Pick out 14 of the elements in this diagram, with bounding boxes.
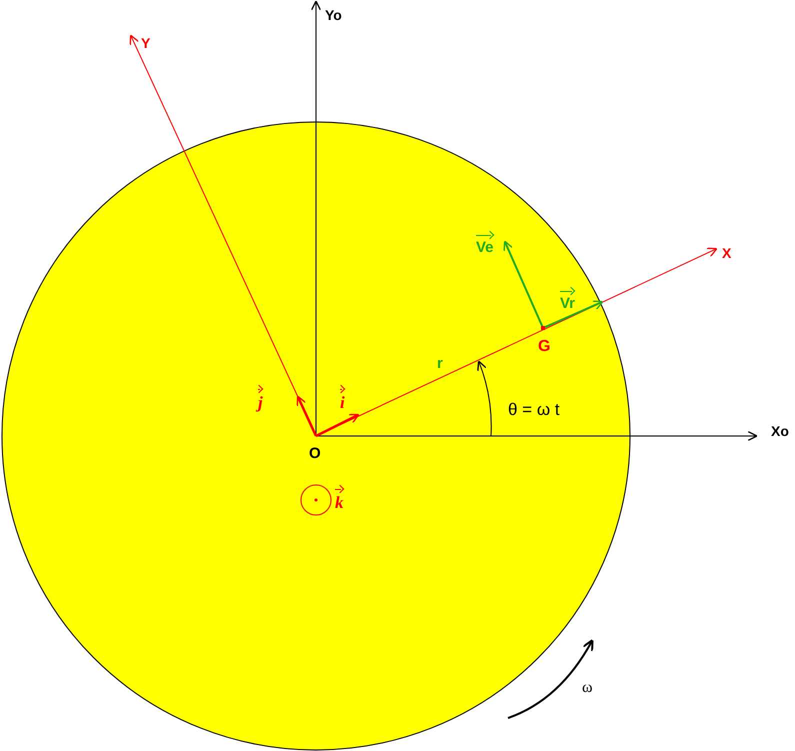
point-label: G: [538, 339, 550, 355]
angle-label: θ = ω t: [508, 401, 560, 418]
vector-label: k: [335, 486, 344, 511]
vector-label: i: [340, 386, 345, 411]
angular-velocity-label: ω: [582, 680, 593, 696]
axis-label: X: [722, 246, 732, 260]
axis-label: Xo: [771, 424, 789, 438]
axis-label: Yo: [325, 8, 342, 22]
vector-label: j: [258, 386, 263, 411]
axis-label: Y: [141, 36, 150, 50]
vector-label: Vr: [560, 288, 576, 311]
vector-label: Ve: [476, 232, 494, 255]
radius-label: r: [437, 356, 443, 371]
origin-label: O: [309, 446, 321, 461]
